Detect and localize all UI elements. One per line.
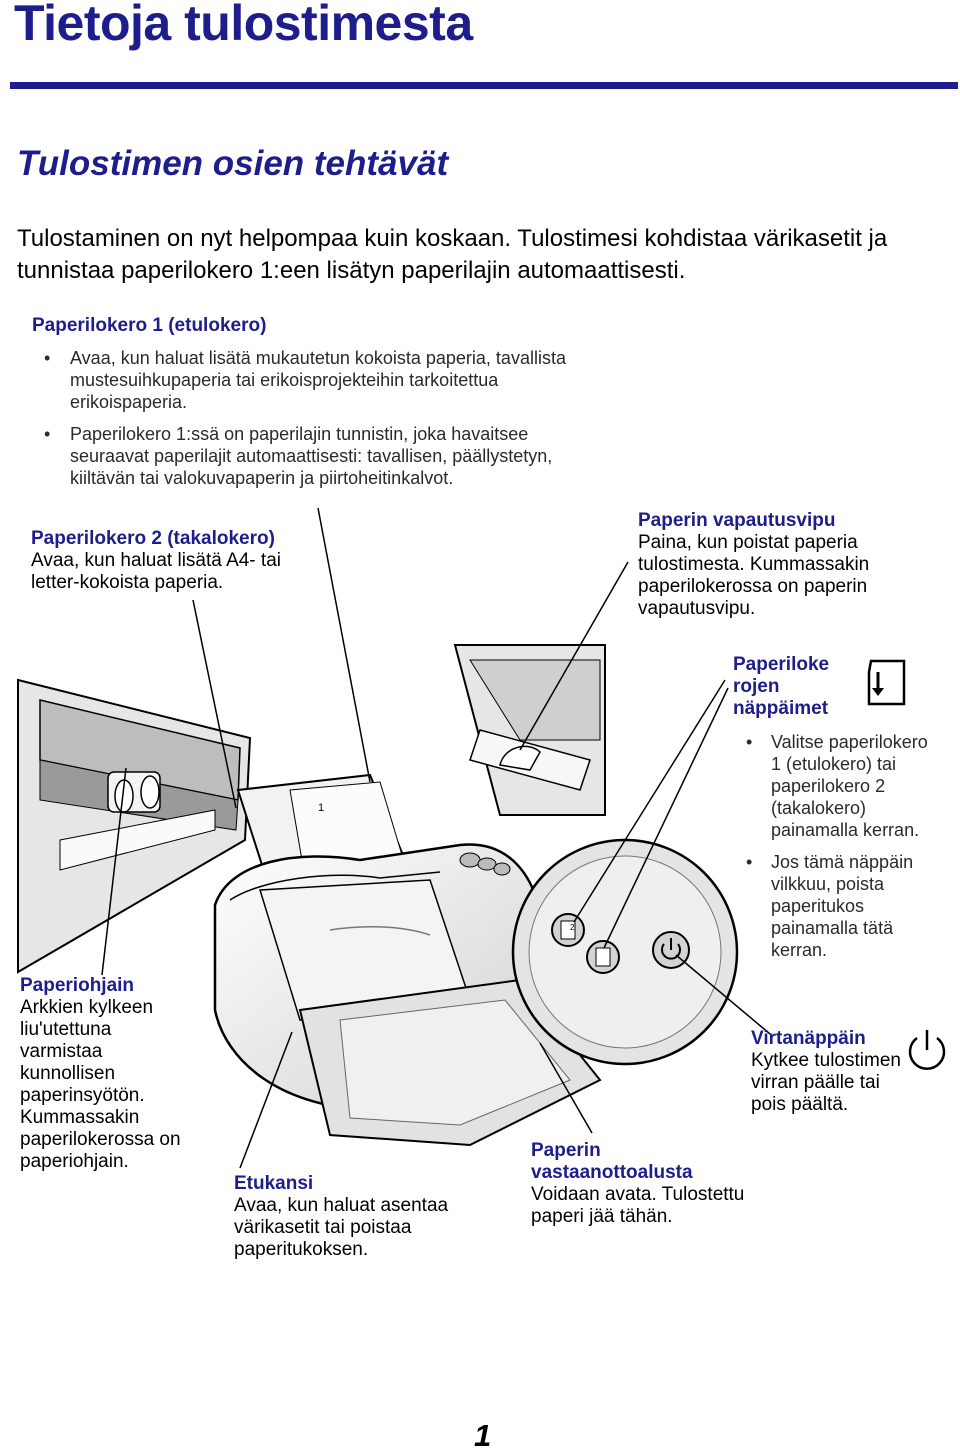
page-number: 1: [474, 1418, 492, 1453]
power-button-callout: Virtanäppäin Kytkee tulostimen virran pä…: [751, 1028, 901, 1116]
paper-tray-icon: [867, 659, 906, 706]
paper-guide-text: Arkkien kylkeen liu'utettuna varmistaa k…: [20, 997, 181, 1172]
tray-1-bullets: Avaa, kun haluat lisätä mukautetun kokoi…: [32, 347, 592, 489]
tray-1-mark: 1: [318, 802, 324, 814]
front-cover-text: Avaa, kun haluat asentaa värikasetit tai…: [234, 1195, 449, 1260]
tray-2-callout: Paperilokero 2 (takalokero) Avaa, kun ha…: [31, 528, 323, 594]
power-button-text: Kytkee tulostimen virran päälle tai pois…: [751, 1050, 901, 1115]
tray-1-callout: Paperilokero 1 (etulokero) Avaa, kun hal…: [32, 315, 592, 499]
exit-tray-callout: Paperin vastaanottoalusta Voidaan avata.…: [531, 1140, 786, 1228]
tray-buttons-heading: Paperiloke rojen näppäimet: [733, 654, 830, 719]
power-icon: [908, 1030, 946, 1070]
tray-buttons-bullets: Valitse paperilokero 1 (etulokero) tai p…: [746, 731, 931, 971]
title-rule: [10, 82, 958, 89]
release-lever-callout: Paperin vapautusvipu Paina, kun poistat …: [638, 510, 923, 620]
tray-1-bullet: Paperilokero 1:ssä on paperilajin tunnis…: [32, 423, 592, 489]
intro-paragraph: Tulostaminen on nyt helpompaa kuin koska…: [17, 225, 888, 284]
release-lever-inset: [453, 644, 606, 816]
tray-buttons-bullet: Valitse paperilokero 1 (etulokero) tai p…: [746, 731, 931, 841]
paper-guide-callout: Paperiohjain Arkkien kylkeen liu'utettun…: [20, 975, 185, 1173]
leader-lines: [101, 507, 771, 1169]
tray-1-bullet: Avaa, kun haluat lisätä mukautetun kokoi…: [32, 347, 592, 413]
exit-tray-text: Voidaan avata. Tulostettu paperi jää täh…: [531, 1184, 745, 1227]
tray-buttons-callout: Paperiloke rojen näppäimet: [733, 654, 853, 720]
control-panel-closeup: 2: [511, 838, 739, 1066]
front-cover-heading: Etukansi: [234, 1173, 314, 1194]
tray-buttons-bullet: Jos tämä näppäin vilkkuu, poista paperit…: [746, 851, 931, 961]
paper-guide-heading: Paperiohjain: [20, 975, 135, 996]
release-lever-heading: Paperin vapautusvipu: [638, 510, 836, 531]
tray-2-text: Avaa, kun haluat lisätä A4- tai letter-k…: [31, 550, 281, 593]
section-title: Tulostimen osien tehtävät: [17, 144, 449, 183]
tray-2-heading: Paperilokero 2 (takalokero): [31, 528, 275, 549]
page-title: Tietoja tulostimesta: [14, 0, 473, 51]
exit-tray-heading: Paperin vastaanottoalusta: [531, 1140, 693, 1183]
front-cover-callout: Etukansi Avaa, kun haluat asentaa värika…: [234, 1173, 494, 1261]
release-lever-text: Paina, kun poistat paperia tulostimesta.…: [638, 532, 870, 619]
tray-1-heading: Paperilokero 1 (etulokero): [32, 315, 267, 336]
power-button-heading: Virtanäppäin: [751, 1028, 866, 1049]
tray-2-mark: 2: [570, 923, 575, 932]
paper-guide-inset: [17, 678, 252, 974]
